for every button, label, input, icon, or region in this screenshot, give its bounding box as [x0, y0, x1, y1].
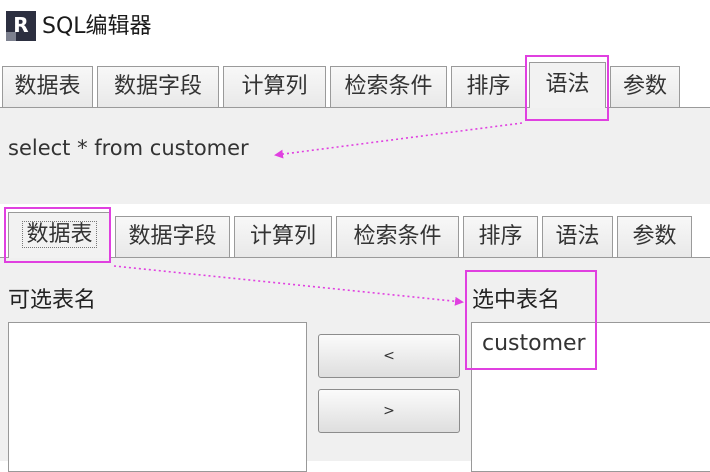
move-left-button[interactable]: < — [318, 334, 460, 378]
selected-tables-list[interactable]: customer — [471, 322, 710, 472]
subtab-conditions[interactable]: 检索条件 — [336, 216, 459, 258]
subtab-params[interactable]: 参数 — [617, 216, 692, 258]
move-right-button[interactable]: > — [318, 389, 460, 433]
tab-sort[interactable]: 排序 — [451, 66, 526, 108]
sub-tab-bar: 数据表 数据字段 计算列 检索条件 排序 语法 参数 — [0, 212, 710, 258]
tab-computed-columns[interactable]: 计算列 — [223, 66, 326, 108]
subtab-fields[interactable]: 数据字段 — [115, 216, 230, 258]
available-tables-label: 可选表名 — [8, 288, 97, 313]
tab-params[interactable]: 参数 — [610, 66, 680, 108]
app-logo-icon: R — [6, 11, 36, 41]
subtab-computed-columns[interactable]: 计算列 — [234, 216, 332, 258]
tab-syntax[interactable]: 语法 — [529, 62, 606, 108]
highlight-syntax-tab — [525, 55, 609, 121]
highlight-selected-table — [465, 270, 597, 370]
tab-fields[interactable]: 数据字段 — [97, 66, 219, 108]
tab-conditions[interactable]: 检索条件 — [330, 66, 447, 108]
subtab-tables[interactable]: 数据表 — [8, 212, 111, 258]
highlight-tables-subtab — [4, 207, 111, 263]
top-tab-bar: 数据表 数据字段 计算列 检索条件 排序 语法 参数 — [0, 62, 710, 108]
selected-tables-label: 选中表名 — [472, 288, 561, 313]
available-tables-list[interactable] — [8, 322, 307, 472]
subtab-sort[interactable]: 排序 — [463, 216, 538, 258]
subtab-syntax[interactable]: 语法 — [542, 216, 613, 258]
tab-tables[interactable]: 数据表 — [2, 66, 93, 108]
window-title: SQL编辑器 — [42, 14, 152, 39]
list-item[interactable]: customer — [482, 331, 586, 356]
sql-text[interactable]: select * from customer — [8, 136, 249, 160]
